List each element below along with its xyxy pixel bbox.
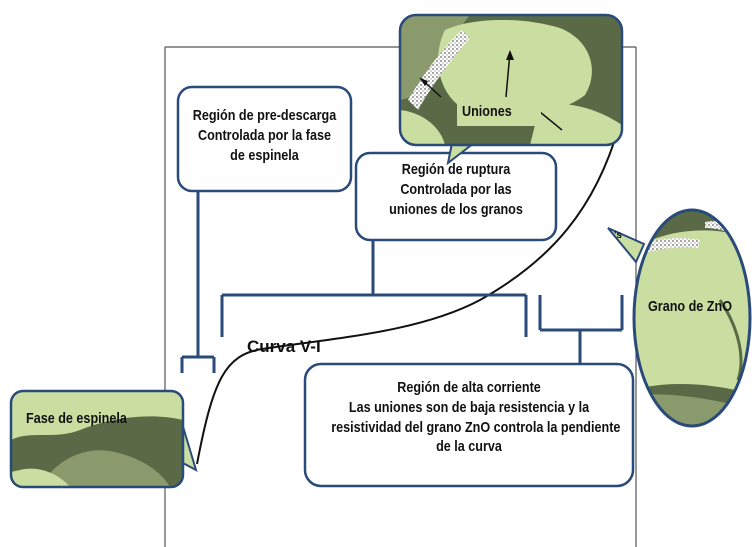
unions-inset bbox=[398, 13, 624, 166]
svg-text:'s: 's bbox=[614, 230, 622, 241]
highcurrent-line2: Las uniones son de baja resistencia y la bbox=[348, 398, 590, 416]
spinel-inset bbox=[9, 389, 198, 489]
breakdown-bracket bbox=[220, 238, 528, 337]
breakdown-line1: Región de ruptura bbox=[401, 161, 511, 178]
highcurrent-line3: resistividad del grano ZnO controla la p… bbox=[331, 418, 621, 436]
highcurrent-line4: de la curva bbox=[436, 438, 502, 456]
breakdown-line3: uniones de los granos bbox=[389, 200, 523, 218]
predischarge-line2: Controlada por la fase bbox=[197, 126, 332, 144]
curve-label: Curva V-I bbox=[247, 337, 321, 356]
spinel-label: Fase de espinela bbox=[26, 410, 127, 427]
highcurrent-text: Región de alta corriente Las uniones son… bbox=[331, 378, 621, 457]
unions-label: Uniones bbox=[462, 103, 512, 120]
vi-curve bbox=[196, 114, 623, 465]
breakdown-text: Región de ruptura Controlada por las uni… bbox=[372, 160, 540, 219]
highcurrent-bracket bbox=[538, 295, 624, 364]
predischarge-box bbox=[176, 85, 353, 193]
highcurrent-box bbox=[303, 362, 635, 488]
predischarge-text: Región de pre-descarga Controlada por la… bbox=[192, 106, 337, 165]
grain-label: Grano de ZnO bbox=[648, 298, 733, 315]
highcurrent-line1: Región de alta corriente bbox=[397, 379, 541, 396]
predischarge-line1: Región de pre-descarga bbox=[192, 107, 337, 124]
predischarge-line3: de espinela bbox=[230, 146, 299, 164]
breakdown-line2: Controlada por las bbox=[400, 180, 512, 198]
predischarge-bracket bbox=[180, 190, 216, 373]
grain-inset: 's bbox=[607, 208, 752, 428]
